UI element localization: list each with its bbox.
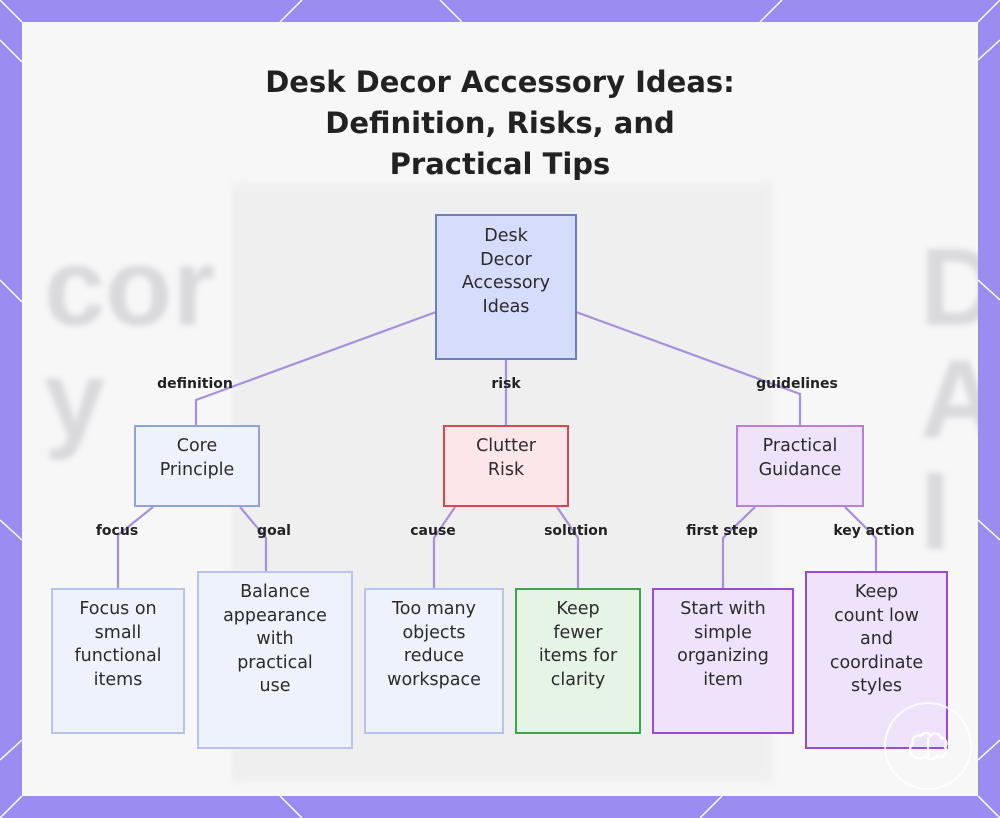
count-leaf-node: Keep count low and coordinate styles [805, 571, 948, 749]
focus-leaf-label: Focus on small functional items [74, 599, 162, 690]
edge-label-risk: risk [491, 376, 521, 392]
background-word-right: D A I [920, 226, 978, 573]
core-principle-node: Core Principle [134, 425, 260, 507]
edge-label-first-step: first step [686, 523, 758, 539]
core-principle-label: Core Principle [159, 436, 235, 480]
objects-leaf-node: Too many objects reduce workspace [364, 588, 504, 734]
fewer-leaf-label: Keep fewer items for clarity [538, 599, 618, 690]
root-node-label: Desk Decor Accessory Ideas [461, 226, 551, 317]
balance-leaf-label: Balance appearance with practical use [223, 582, 327, 696]
edge-label-guidelines: guidelines [756, 376, 838, 392]
practical-guidance-node: Practical Guidance [736, 425, 864, 507]
root-node: Desk Decor Accessory Ideas [435, 214, 577, 360]
start-leaf-label: Start with simple organizing item [677, 599, 769, 690]
count-leaf-label: Keep count low and coordinate styles [829, 582, 924, 696]
edge-label-cause: cause [410, 523, 456, 539]
objects-leaf-label: Too many objects reduce workspace [387, 599, 481, 690]
watermark-logo [884, 702, 972, 790]
clutter-risk-node: Clutter Risk [443, 425, 569, 507]
edge-label-key-action: key action [833, 523, 915, 539]
edge-label-solution: solution [544, 523, 608, 539]
balance-leaf-node: Balance appearance with practical use [197, 571, 353, 749]
diagram-title: Desk Decor Accessory Ideas: Definition, … [265, 65, 735, 181]
practical-guidance-label: Practical Guidance [758, 436, 842, 480]
edge-label-goal: goal [257, 523, 291, 539]
background-word-left: cor y [44, 226, 216, 461]
brain-icon [908, 731, 948, 761]
edge-label-definition: definition [157, 376, 233, 392]
start-leaf-node: Start with simple organizing item [652, 588, 794, 734]
clutter-risk-label: Clutter Risk [476, 436, 536, 480]
edge-label-focus: focus [95, 523, 139, 539]
focus-leaf-node: Focus on small functional items [51, 588, 185, 734]
fewer-leaf-node: Keep fewer items for clarity [515, 588, 641, 734]
